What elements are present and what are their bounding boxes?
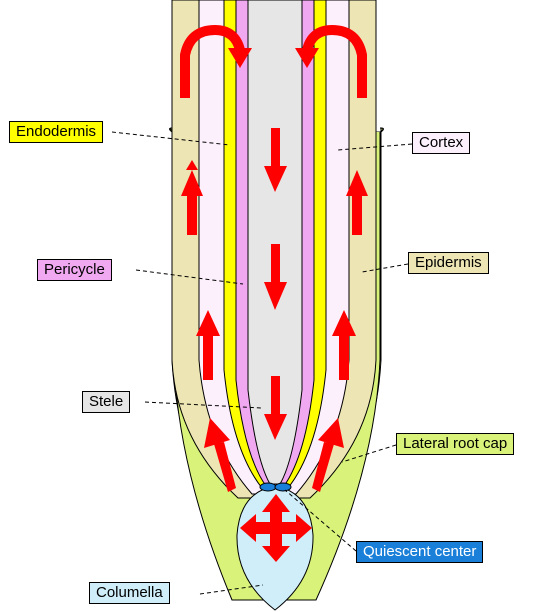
label-epidermis: Epidermis [408,252,489,274]
label-quiescent-center: Quiescent center [356,541,483,563]
label-lateral-root-cap: Lateral root cap [396,433,514,455]
quiescent-center-cell-left [260,483,276,491]
label-columella: Columella [89,582,170,604]
quiescent-center-cell-right [275,483,291,491]
label-pericycle: Pericycle [37,259,112,281]
label-stele: Stele [82,391,130,413]
label-endodermis: Endodermis [9,121,103,143]
label-cortex: Cortex [412,132,470,154]
